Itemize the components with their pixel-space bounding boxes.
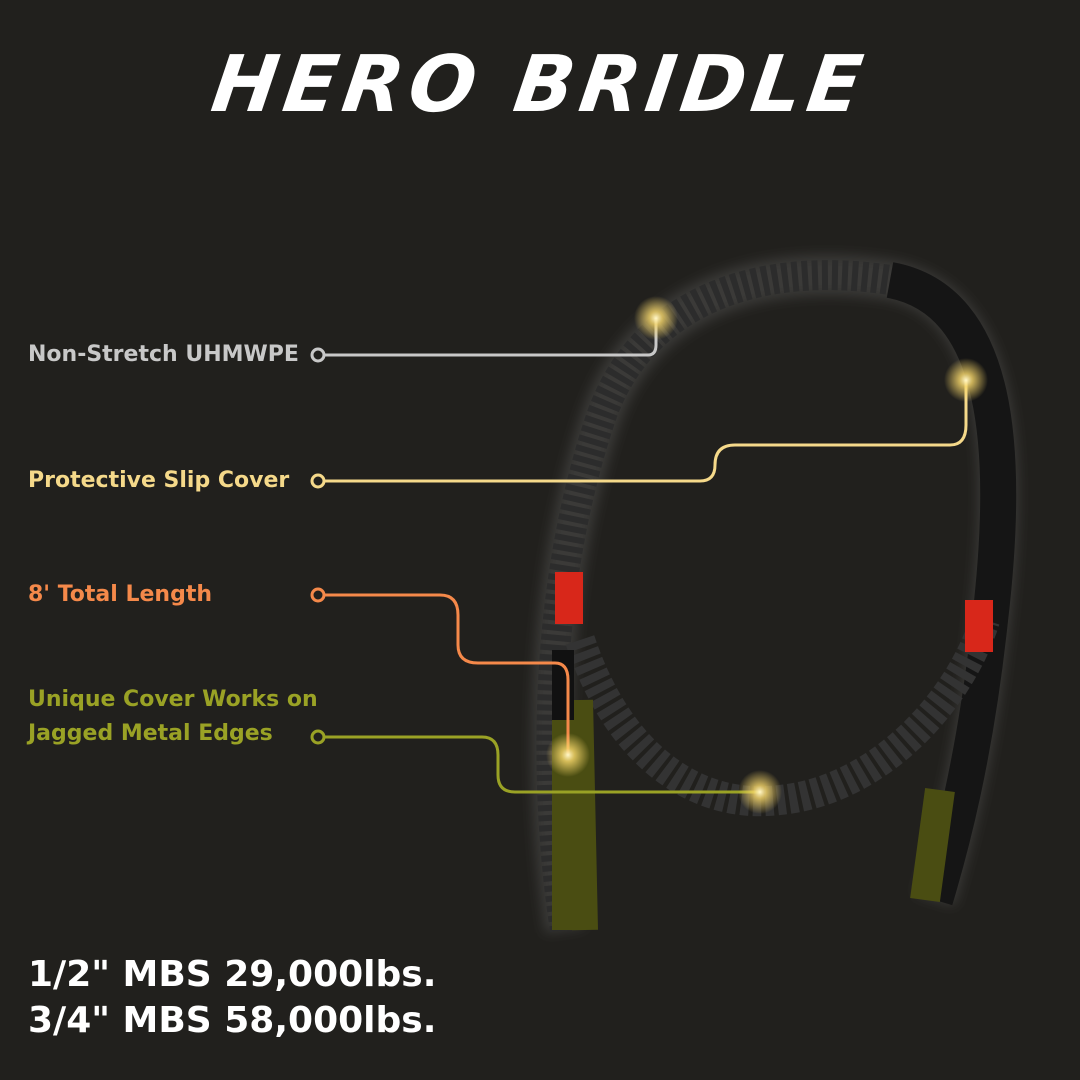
callout-length: 8' Total Length <box>28 582 212 607</box>
callout-dot <box>310 473 326 489</box>
rope-image <box>531 255 1019 934</box>
callout-dot <box>310 587 326 603</box>
callout-non-stretch: Non-Stretch UHMWPE <box>28 342 299 367</box>
callout-cover-line1: Unique Cover Works on <box>28 687 318 712</box>
callout-cover-line2: Jagged Metal Edges <box>28 721 273 746</box>
callout-dot <box>310 347 326 363</box>
callout-lines <box>310 318 968 794</box>
glow-points <box>546 296 988 814</box>
spec-half-inch: 1/2" MBS 29,000lbs. <box>28 954 437 995</box>
callout-dot <box>310 729 326 745</box>
spec-three-quarter-inch: 3/4" MBS 58,000lbs. <box>28 1000 437 1041</box>
callout-slip-cover: Protective Slip Cover <box>28 468 290 493</box>
